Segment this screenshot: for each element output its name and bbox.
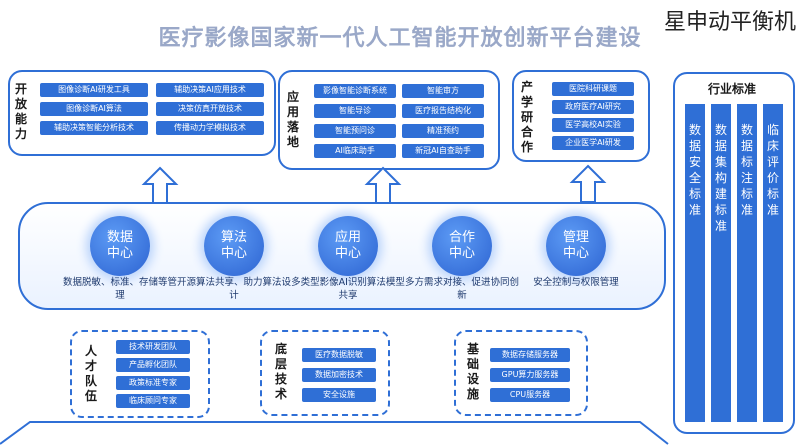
talent-item: 临床顾问专家 [116, 394, 190, 408]
up-arrow-icon [141, 166, 179, 205]
infra-item: GPU算力服务器 [490, 368, 570, 382]
tech-item: 安全设施 [302, 388, 376, 402]
up-arrow-icon [569, 164, 607, 203]
application-item: 智能预问诊 [314, 124, 396, 138]
application-item: 精准预约 [402, 124, 484, 138]
research-label: 产学研合作 [520, 80, 533, 154]
center-description: 多类型影像AI识别算法模型共享 [291, 277, 405, 301]
talent-item: 政策标准专家 [116, 376, 190, 390]
center-description: 数据脱敏、标准、存储等管理 [62, 277, 177, 301]
application-label: 应用落地 [286, 90, 299, 149]
base-platform [0, 421, 669, 445]
talent-panel: 人才队伍 技术研发团队 产品孵化团队 政策标准专家 临床顾问专家 [70, 330, 210, 418]
watermark-text: 星申动平衡机 [663, 10, 796, 35]
standards-panel: 行业标准 数据安全标准 数据集构建标准 数据标注标准 临床评价标准 [673, 72, 795, 434]
center-circle: 合作中心 [432, 216, 492, 276]
open-capability-item: 图像诊断AI研发工具 [40, 83, 148, 97]
tech-panel: 底层技术 医疗数据脱敏 数据加密技术 安全设施 [260, 330, 390, 416]
research-item: 医院科研课题 [552, 82, 634, 96]
page-title: 医疗影像国家新一代人工智能开放创新平台建设 [158, 26, 642, 51]
talent-item: 产品孵化团队 [116, 358, 190, 372]
standard-column: 数据安全标准 [685, 104, 705, 422]
center-circle: 算法中心 [204, 216, 264, 276]
research-item: 医学高校AI实验 [552, 118, 634, 132]
application-item: 影像智能诊断系统 [314, 84, 396, 98]
talent-item: 技术研发团队 [116, 340, 190, 354]
research-panel: 产学研合作 医院科研课题 政府医疗AI研究 医学高校AI实验 企业医学AI研发 [512, 70, 650, 162]
tech-item: 医疗数据脱敏 [302, 348, 376, 362]
center-circle: 管理中心 [546, 216, 606, 276]
center-description: 多方需求对接、促进协同创新 [404, 277, 519, 301]
research-item: 企业医学AI研发 [552, 136, 634, 150]
research-item: 政府医疗AI研究 [552, 100, 634, 114]
standard-column: 数据标注标准 [737, 104, 757, 422]
open-capability-item: 辅助决策AI应用技术 [156, 83, 264, 97]
infra-panel: 基础设施 数据存储服务器 GPU算力服务器 CPU服务器 [454, 330, 588, 416]
application-item: AI临床助手 [314, 144, 396, 158]
tech-item: 数据加密技术 [302, 368, 376, 382]
infra-item: 数据存储服务器 [490, 348, 570, 362]
standards-label: 行业标准 [707, 82, 756, 96]
open-capability-item: 决策仿真开放技术 [156, 102, 264, 116]
application-panel: 应用落地 影像智能诊断系统 智能审方 智能导诊 医疗报告结构化 智能预问诊 精准… [278, 70, 500, 170]
open-capability-label: 开放能力 [14, 82, 27, 141]
application-item: 医疗报告结构化 [402, 104, 484, 118]
talent-label: 人才队伍 [84, 344, 97, 403]
open-capability-item: 传播动力学模拟技术 [156, 121, 264, 135]
standard-column: 数据集构建标准 [711, 104, 731, 422]
center-platform: 数据中心 数据脱敏、标准、存储等管理 算法中心 开源算法共享、助力算法设计 应用… [18, 202, 666, 310]
open-capability-item: 辅助决策智能分析技术 [40, 121, 148, 135]
center-description: 安全控制与权限管理 [533, 277, 619, 288]
application-item: 智能审方 [402, 84, 484, 98]
open-capability-item: 图像诊断AI算法 [40, 102, 148, 116]
standard-column: 临床评价标准 [763, 104, 783, 422]
center-description: 开源算法共享、助力算法设计 [176, 277, 291, 301]
center-circle: 应用中心 [318, 216, 378, 276]
infra-label: 基础设施 [466, 342, 479, 401]
center-circle: 数据中心 [90, 216, 150, 276]
infra-item: CPU服务器 [490, 388, 570, 402]
tech-label: 底层技术 [274, 342, 287, 401]
application-item: 新冠AI自查助手 [402, 144, 484, 158]
up-arrow-icon [364, 166, 402, 205]
open-capability-panel: 开放能力 图像诊断AI研发工具 辅助决策AI应用技术 图像诊断AI算法 决策仿真… [8, 70, 276, 156]
application-item: 智能导诊 [314, 104, 396, 118]
